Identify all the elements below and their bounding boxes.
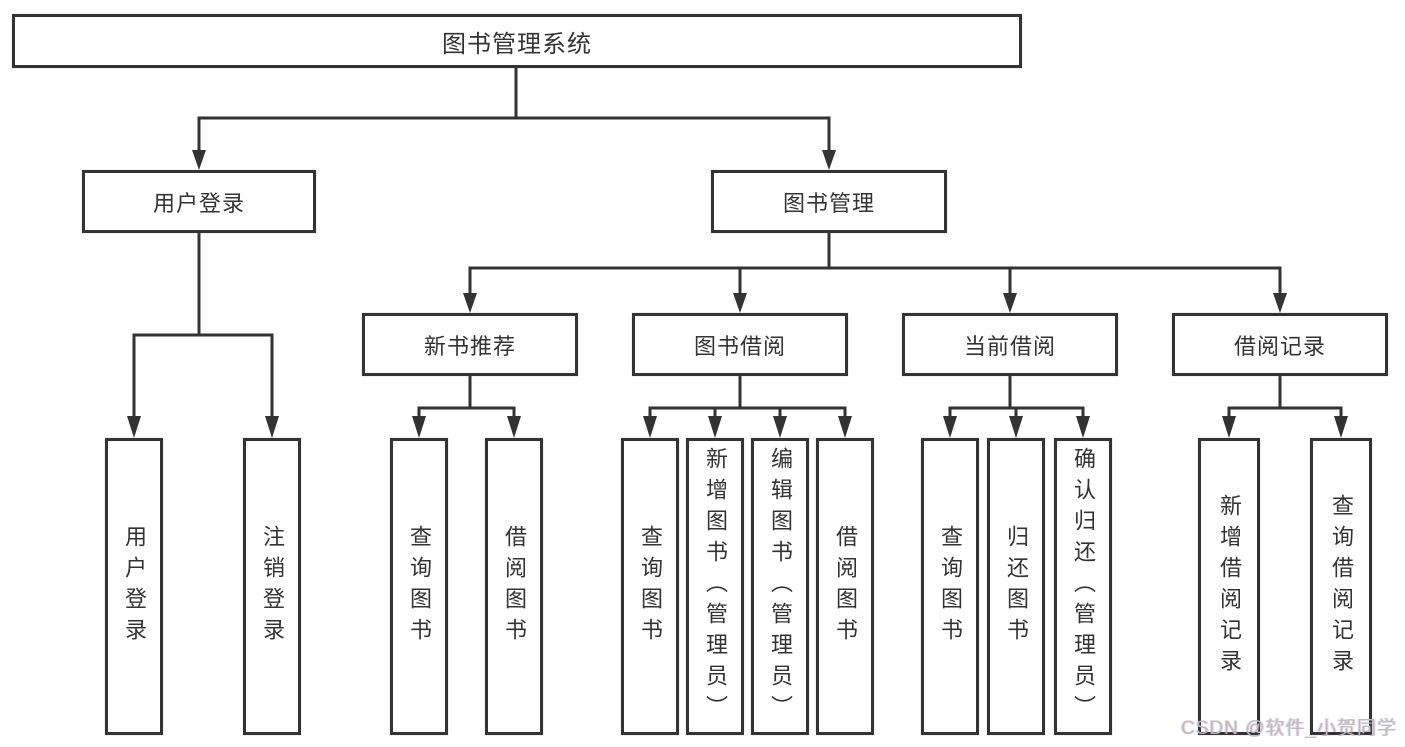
node-label: 用户登录 xyxy=(152,190,245,216)
node-label: 图书管理 xyxy=(782,190,875,216)
leaf-borrowing-edit-books-admin: 编辑图书（管理员） xyxy=(751,438,809,735)
leaf-current-confirm-return-admin: 确认归还（管理员） xyxy=(1054,438,1112,735)
csdn-watermark: CSDN @软件_小贺同学 xyxy=(1181,718,1397,739)
leaf-borrowing-query-books: 查询图书 xyxy=(621,438,679,735)
node-label: 新书推荐 xyxy=(423,333,516,359)
arrowhead-icon xyxy=(1273,293,1287,313)
arrowhead-icon xyxy=(1003,293,1017,313)
arrowhead-icon xyxy=(838,416,852,438)
node-borrowing-records: 借阅记录 xyxy=(1172,313,1388,376)
arrowhead-icon xyxy=(822,150,836,170)
node-book-management: 图书管理 xyxy=(711,170,947,233)
node-label: 归还图书 xyxy=(1004,524,1029,649)
node-label: 查询借阅记录 xyxy=(1329,493,1354,680)
node-label: 图书管理系统 xyxy=(442,30,592,58)
arrowhead-icon xyxy=(1076,416,1090,438)
leaf-current-query-books: 查询图书 xyxy=(921,438,979,735)
arrowhead-icon xyxy=(1009,416,1023,438)
leaf-records-add-record: 新增借阅记录 xyxy=(1198,438,1260,735)
node-label: 借阅图书 xyxy=(833,524,858,649)
arrowhead-icon xyxy=(643,416,657,438)
node-label: 注销登录 xyxy=(260,524,285,649)
node-label: 确认归还（管理员） xyxy=(1071,447,1096,726)
leaf-borrowing-add-books-admin: 新增图书（管理员） xyxy=(686,438,744,735)
node-label: 编辑图书（管理员） xyxy=(768,447,793,726)
node-label: 当前借阅 xyxy=(963,333,1056,359)
leaf-user-login: 用户登录 xyxy=(105,438,163,735)
leaf-recommend-borrow-books: 借阅图书 xyxy=(485,438,543,735)
arrowhead-icon xyxy=(507,416,521,438)
leaf-borrowing-borrow-books: 借阅图书 xyxy=(816,438,874,735)
node-label: 用户登录 xyxy=(122,524,147,649)
arrowhead-icon xyxy=(1334,416,1348,438)
arrowhead-icon xyxy=(733,293,747,313)
node-label: 查询图书 xyxy=(938,524,963,649)
leaf-recommend-query-books: 查询图书 xyxy=(390,438,448,735)
arrowhead-icon xyxy=(463,293,477,313)
arrowhead-icon xyxy=(943,416,957,438)
node-label: 查询图书 xyxy=(638,524,663,649)
arrowhead-icon xyxy=(127,416,141,438)
arrowhead-icon xyxy=(265,416,279,438)
leaf-logout: 注销登录 xyxy=(243,438,301,735)
arrowhead-icons xyxy=(127,150,1348,438)
arrowhead-icon xyxy=(708,416,722,438)
node-label: 新增图书（管理员） xyxy=(703,447,728,726)
leaf-current-return-books: 归还图书 xyxy=(987,438,1045,735)
node-book-borrowing: 图书借阅 xyxy=(632,313,848,376)
node-user-login: 用户登录 xyxy=(82,170,316,233)
node-label: 图书借阅 xyxy=(693,333,786,359)
arrowhead-icon xyxy=(412,416,426,438)
arrowhead-icon xyxy=(773,416,787,438)
arrowhead-icon xyxy=(1222,416,1236,438)
arrowhead-icon xyxy=(192,150,206,170)
leaf-records-query-record: 查询借阅记录 xyxy=(1310,438,1372,735)
node-library-management-system: 图书管理系统 xyxy=(12,14,1022,68)
node-current-borrowing: 当前借阅 xyxy=(902,313,1118,376)
connector-paths xyxy=(132,68,1343,420)
node-new-book-recommend: 新书推荐 xyxy=(362,313,578,376)
node-label: 新增借阅记录 xyxy=(1217,493,1242,680)
node-label: 借阅图书 xyxy=(502,524,527,649)
node-label: 借阅记录 xyxy=(1233,333,1326,359)
node-label: 查询图书 xyxy=(407,524,432,649)
